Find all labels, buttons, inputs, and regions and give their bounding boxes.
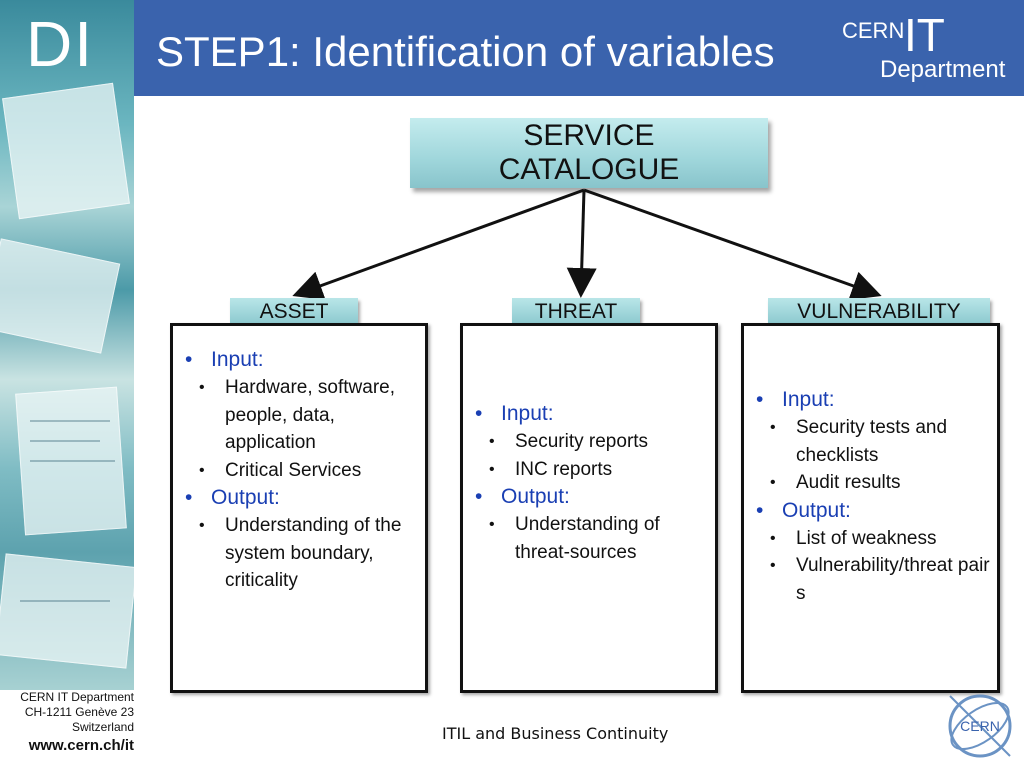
asset-output-label: Output: bbox=[211, 486, 280, 509]
threat-list: Input: Security reports INC reports Outp… bbox=[463, 400, 715, 566]
header-bar: STEP1: Identification of variables CERN … bbox=[134, 0, 1024, 96]
vulnerability-list: Input: Security tests and checklists Aud… bbox=[744, 386, 997, 607]
vulnerability-input-2: Audit results bbox=[744, 469, 997, 497]
cern-emblem-icon: CERN bbox=[948, 694, 1012, 758]
vulnerability-input-1: Security tests and checklists bbox=[744, 414, 997, 469]
threat-input-2: INC reports bbox=[463, 456, 715, 484]
asset-input-1: Hardware, software, people, data, applic… bbox=[173, 374, 425, 457]
footer-url-link[interactable]: www.cern.ch/it bbox=[28, 737, 134, 754]
cern-logo-cern: CERN bbox=[842, 18, 905, 43]
footer-address-line3: Switzerland bbox=[71, 720, 134, 734]
left-photo-strip: DI bbox=[0, 0, 134, 690]
vulnerability-input-label: Input: bbox=[782, 388, 835, 411]
threat-input-1: Security reports bbox=[463, 428, 715, 456]
asset-input-item: Input: Hardware, software, people, data,… bbox=[173, 346, 425, 484]
service-catalogue-line1: SERVICE bbox=[523, 119, 655, 152]
footer-address-line1: CERN IT Department bbox=[20, 690, 134, 704]
vulnerability-box: Input: Security tests and checklists Aud… bbox=[741, 323, 1000, 693]
service-catalogue-box: SERVICE CATALOGUE bbox=[410, 118, 768, 188]
threat-output-label: Output: bbox=[501, 485, 570, 508]
asset-output-item: Output: Understanding of the system boun… bbox=[173, 484, 425, 595]
asset-box: Input: Hardware, software, people, data,… bbox=[170, 323, 428, 693]
footer-address: CERN IT Department CH-1211 Genève 23 Swi… bbox=[4, 690, 134, 756]
di-logo: DI bbox=[26, 8, 94, 80]
cern-logo-it: IT bbox=[904, 9, 945, 61]
arrow-to-asset bbox=[292, 188, 585, 300]
vulnerability-output-1: List of weakness bbox=[744, 525, 997, 553]
arrow-to-threat bbox=[566, 189, 597, 298]
vulnerability-output-2: Vulnerability/threat pairs bbox=[744, 552, 997, 607]
slide-title: STEP1: Identification of variables bbox=[156, 28, 775, 75]
asset-list: Input: Hardware, software, people, data,… bbox=[173, 346, 425, 595]
arrow-to-vulnerability bbox=[583, 188, 882, 301]
threat-box: Input: Security reports INC reports Outp… bbox=[460, 323, 718, 693]
vulnerability-label: VULNERABILITY bbox=[768, 298, 990, 324]
asset-input-label: Input: bbox=[211, 348, 264, 371]
threat-label: THREAT bbox=[512, 298, 640, 324]
threat-output-item: Output: Understanding of threat-sources bbox=[463, 483, 715, 566]
vulnerability-output-label: Output: bbox=[782, 498, 851, 522]
footer-address-line2: CH-1211 Genève 23 bbox=[24, 705, 134, 719]
asset-input-2: Critical Services bbox=[173, 457, 425, 485]
asset-label: ASSET bbox=[230, 298, 358, 324]
threat-input-label: Input: bbox=[501, 402, 554, 425]
cern-logo-department: Department bbox=[880, 56, 1006, 83]
vulnerability-output-item: Output: List of weakness Vulnerability/t… bbox=[744, 497, 997, 608]
cern-it-logo: CERN IT Department bbox=[818, 12, 1018, 84]
service-catalogue-line2: CATALOGUE bbox=[498, 153, 680, 186]
asset-output-1: Understanding of the system boundary, cr… bbox=[173, 512, 425, 595]
threat-input-item: Input: Security reports INC reports bbox=[463, 400, 715, 483]
vulnerability-input-item: Input: Security tests and checklists Aud… bbox=[744, 386, 997, 497]
footer-presentation-title: ITIL and Business Continuity bbox=[442, 724, 669, 743]
threat-output-1: Understanding of threat-sources bbox=[463, 511, 715, 566]
cern-emblem-text: CERN bbox=[960, 718, 1000, 734]
